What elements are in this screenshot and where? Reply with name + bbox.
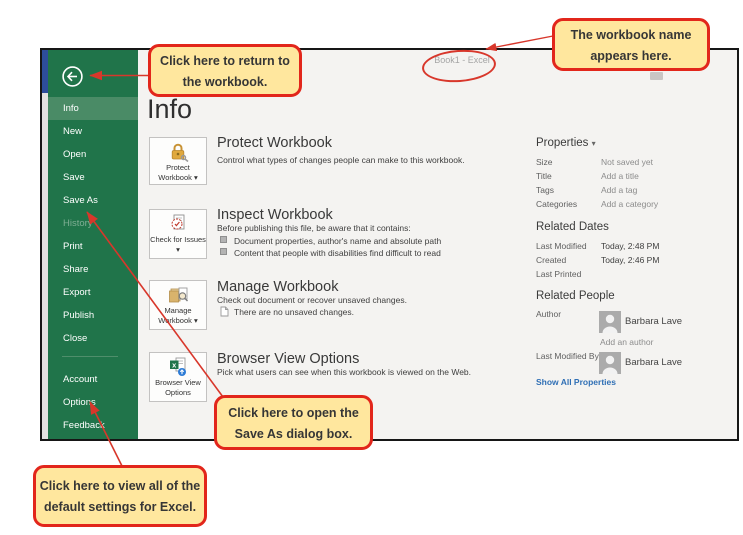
- prop-title-value[interactable]: Add a title: [601, 171, 639, 181]
- inspect-workbook-title: Inspect Workbook: [217, 207, 333, 223]
- show-all-properties-link[interactable]: Show All Properties: [536, 377, 616, 387]
- prop-tags-label: Tags: [536, 185, 554, 195]
- last-printed-label: Last Printed: [536, 269, 582, 279]
- titlebar-remnant-icon: [650, 72, 663, 80]
- author-name[interactable]: Barbara Lave: [625, 316, 683, 327]
- sidebar-item-info[interactable]: Info: [48, 97, 138, 120]
- padlock-key-icon: [171, 143, 189, 163]
- manage-workbook-button-label: Manage Workbook ▾: [158, 306, 198, 325]
- sidebar-item-new[interactable]: New: [63, 126, 83, 137]
- inspect-document-icon: [171, 214, 185, 230]
- browser-view-options-desc: Pick what users can see when this workbo…: [217, 367, 472, 377]
- manage-workbook-title: Manage Workbook: [217, 279, 339, 295]
- related-people-header: Related People: [536, 290, 615, 302]
- callout-return-to-workbook: Click here to return to the workbook.: [148, 44, 302, 97]
- last-modified-label: Last Modified: [536, 241, 587, 251]
- browser-view-options-button[interactable]: x Browser View Options: [149, 352, 207, 402]
- sidebar-item-share[interactable]: Share: [63, 264, 89, 275]
- sidebar-item-feedback[interactable]: Feedback: [63, 420, 105, 431]
- sidebar-divider: [62, 356, 118, 357]
- page-title: Info: [147, 94, 193, 124]
- workbook-title: Book1 - Excel: [434, 55, 490, 65]
- check-for-issues-button-label: Check for Issues ▾: [150, 235, 206, 254]
- created-label: Created: [536, 255, 567, 265]
- chevron-down-icon: ▾: [591, 139, 596, 148]
- sidebar-item-close[interactable]: Close: [63, 333, 88, 344]
- manage-workbook-desc: Check out document or recover unsaved ch…: [217, 295, 407, 305]
- browser-view-options-button-label: Browser View Options: [155, 378, 201, 397]
- sidebar-item-options[interactable]: Options: [63, 397, 96, 408]
- protect-workbook-desc: Control what types of changes people can…: [217, 155, 465, 165]
- last-modified-value: Today, 2:48 PM: [601, 241, 660, 251]
- back-arrow-icon: [62, 66, 83, 87]
- check-for-issues-button[interactable]: Check for Issues ▾: [149, 209, 207, 259]
- prop-categories-label: Categories: [536, 199, 578, 209]
- sidebar-item-account[interactable]: Account: [63, 374, 98, 385]
- related-dates-header: Related Dates: [536, 221, 609, 233]
- callout-workbook-name: The workbook name appears here.: [552, 18, 710, 71]
- bullet-square-icon: [220, 248, 227, 255]
- manage-workbook-status: There are no unsaved changes.: [220, 306, 354, 317]
- browser-view-options-title: Browser View Options: [217, 351, 360, 367]
- inspect-bullet-2: Content that people with disabilities fi…: [220, 248, 441, 258]
- prop-size-label: Size: [536, 157, 553, 167]
- excel-browser-globe-icon: x: [170, 357, 186, 376]
- sidebar-menu: Info New Open Save Save As History Print…: [48, 97, 138, 350]
- prop-categories-value[interactable]: Add a category: [601, 199, 659, 209]
- sidebar-item-save[interactable]: Save: [63, 172, 85, 183]
- last-modified-by-name[interactable]: Barbara Lave: [625, 357, 683, 368]
- back-button[interactable]: [62, 66, 83, 87]
- sidebar-item-print[interactable]: Print: [63, 241, 83, 252]
- manage-workbook-button[interactable]: Manage Workbook ▾: [149, 280, 207, 330]
- callout-save-as-dialog: Click here to open the Save As dialog bo…: [214, 395, 373, 450]
- sidebar-footer-menu: Account Options Feedback: [48, 368, 138, 437]
- created-value: Today, 2:46 PM: [601, 255, 660, 265]
- author-avatar[interactable]: [599, 311, 621, 333]
- last-modified-by-label: Last Modified By: [536, 351, 599, 361]
- callout-default-settings: Click here to view all of the default se…: [33, 465, 207, 527]
- window-edge-blue-strip: [42, 50, 48, 93]
- sidebar-item-publish[interactable]: Publish: [63, 310, 95, 321]
- prop-size-value: Not saved yet: [601, 157, 653, 167]
- add-author-field[interactable]: Add an author: [600, 337, 654, 347]
- sidebar-item-export[interactable]: Export: [63, 287, 91, 298]
- folder-search-icon: [169, 287, 188, 303]
- properties-header[interactable]: Properties ▾: [536, 137, 596, 149]
- author-label: Author: [536, 309, 562, 319]
- inspect-workbook-desc: Before publishing this file, be aware th…: [217, 223, 411, 233]
- last-modified-by-avatar[interactable]: [599, 352, 621, 374]
- prop-tags-value[interactable]: Add a tag: [601, 185, 638, 195]
- document-icon: [220, 306, 229, 317]
- inspect-bullet-1: Document properties, author's name and a…: [220, 236, 441, 246]
- person-icon: [602, 355, 618, 374]
- sidebar-item-save-as[interactable]: Save As: [63, 195, 98, 206]
- bullet-square-icon: [220, 236, 227, 243]
- prop-title-label: Title: [536, 171, 552, 181]
- sidebar-item-open[interactable]: Open: [63, 149, 87, 160]
- person-icon: [602, 314, 618, 333]
- protect-workbook-title: Protect Workbook: [217, 135, 332, 151]
- protect-workbook-button[interactable]: Protect Workbook ▾: [149, 137, 207, 185]
- sidebar-item-history: History: [63, 218, 93, 229]
- protect-workbook-button-label: Protect Workbook ▾: [158, 163, 198, 182]
- window-edge-scrollbar-strip: [42, 93, 48, 439]
